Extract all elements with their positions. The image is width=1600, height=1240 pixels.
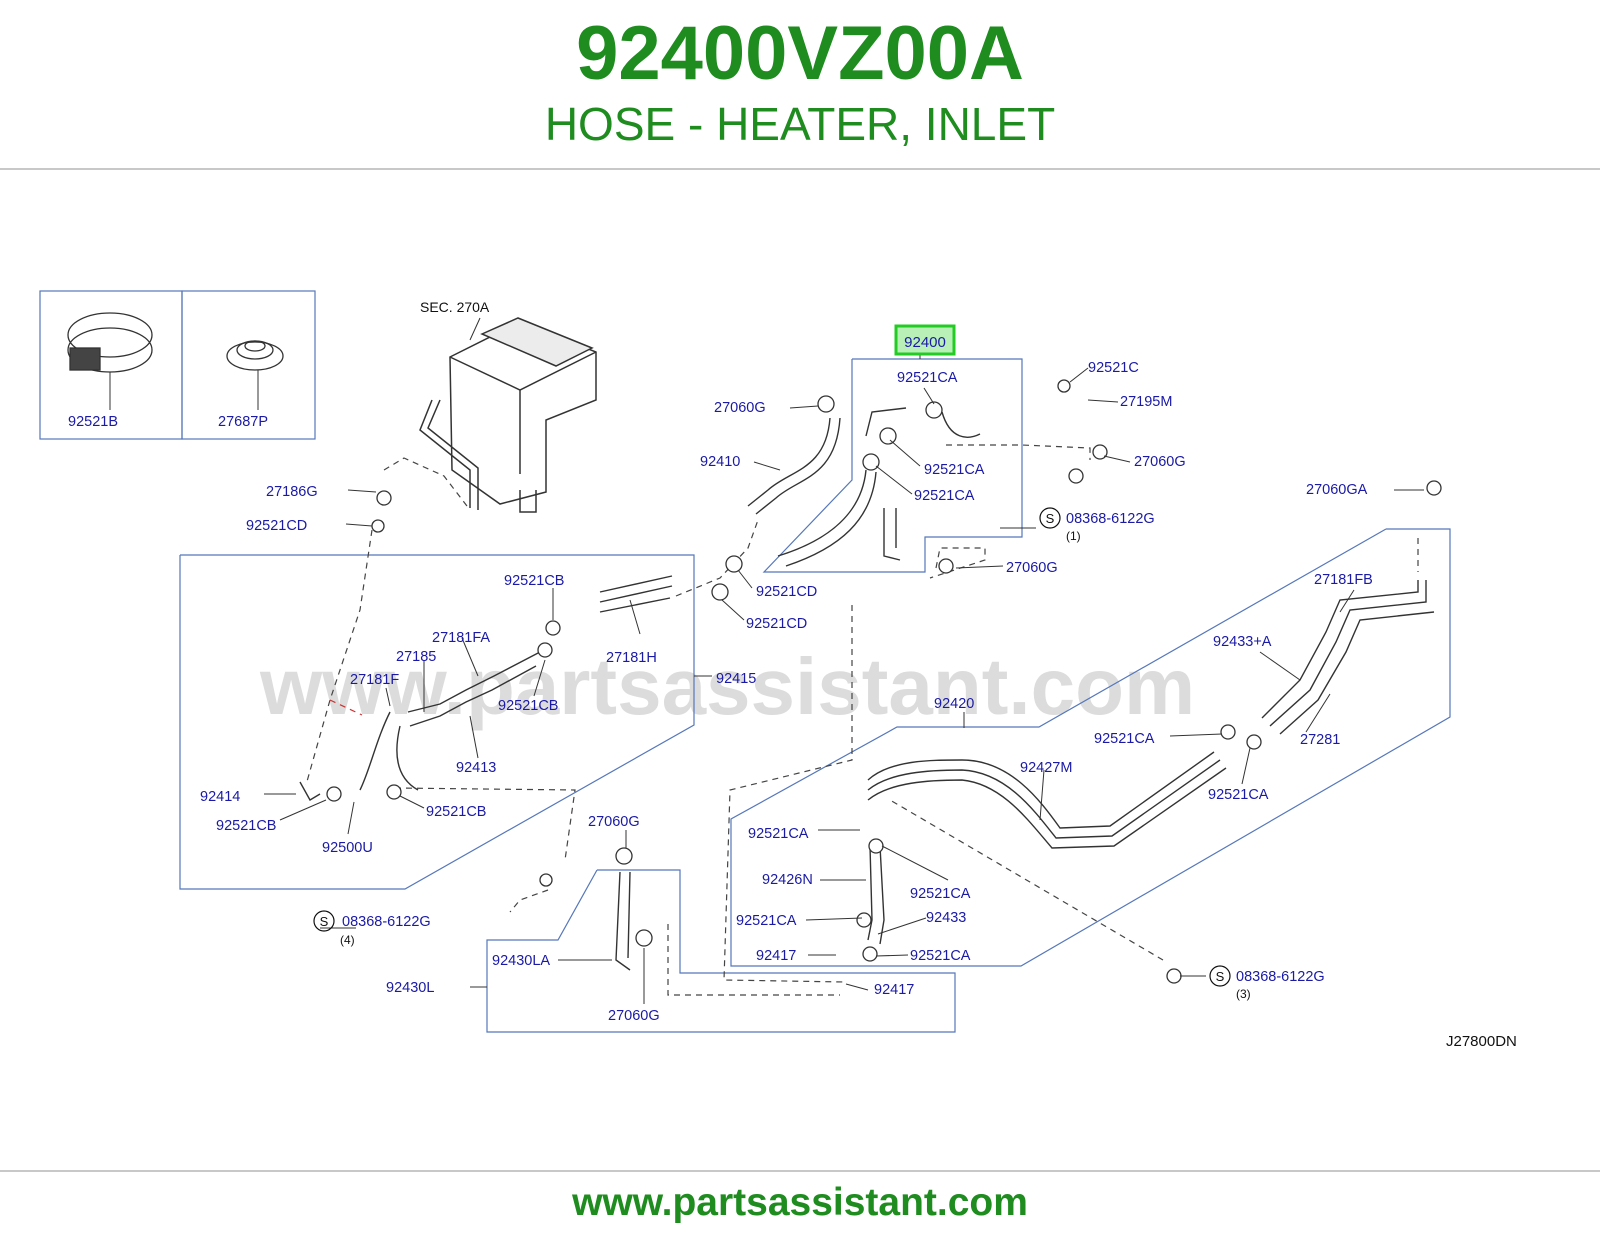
- callout-label[interactable]: 92417: [874, 982, 914, 998]
- callout-label[interactable]: 27186G: [266, 484, 318, 500]
- callout-label[interactable]: 27060G: [714, 400, 766, 416]
- callout-label[interactable]: 92413: [456, 760, 496, 776]
- callout-label[interactable]: 92521C: [1088, 360, 1139, 376]
- highlighted-part-box[interactable]: [894, 324, 956, 356]
- callout-leaders: [109, 317, 1424, 1004]
- part-description: HOSE - HEATER, INLET: [544, 98, 1056, 150]
- callout-label[interactable]: 92414: [200, 789, 240, 805]
- qty-note: (1): [1066, 529, 1081, 543]
- frame-lines: [39, 290, 1451, 1033]
- watermark-text: www.partsassistant.com: [259, 642, 1195, 731]
- qty-notes: (1) (4) (3): [340, 529, 1251, 1001]
- callout-label[interactable]: 92521CA: [897, 370, 958, 386]
- qty-note: (3): [1236, 987, 1251, 1001]
- callout-label[interactable]: 27687P: [218, 414, 268, 430]
- callout-label[interactable]: 92433+A: [1213, 634, 1272, 650]
- qty-note: (4): [340, 933, 355, 947]
- callout-label[interactable]: 08368-6122G: [342, 914, 431, 930]
- callout-label[interactable]: 27060G: [588, 814, 640, 830]
- callout-label[interactable]: 92426N: [762, 872, 813, 888]
- callout-label[interactable]: 27185: [396, 649, 436, 665]
- highlighted-part-label[interactable]: 92400: [904, 334, 946, 351]
- callout-label[interactable]: 92420: [934, 696, 974, 712]
- callout-label[interactable]: 27060GA: [1306, 482, 1368, 498]
- callout-label[interactable]: 27181FA: [432, 630, 490, 646]
- callout-label[interactable]: 27060G: [1006, 560, 1058, 576]
- footer-divider: [0, 1170, 1600, 1172]
- callout-label[interactable]: 92521CB: [498, 698, 558, 714]
- callout-label[interactable]: 08368-6122G: [1236, 969, 1325, 985]
- callout-label[interactable]: 27195M: [1120, 394, 1172, 410]
- callout-label[interactable]: 92417: [756, 948, 796, 964]
- callout-label[interactable]: 92521CA: [914, 488, 975, 504]
- callout-label[interactable]: 92521CB: [426, 804, 486, 820]
- callout-label[interactable]: 27281: [1300, 732, 1340, 748]
- hvac-unit-drawing: [419, 317, 597, 513]
- callout-label[interactable]: 92521CA: [924, 462, 985, 478]
- header-divider: [0, 168, 1600, 170]
- page-title: 92400VZ00A: [576, 11, 1024, 96]
- footer-url-link[interactable]: www.partsassistant.com: [572, 1181, 1028, 1224]
- callout-label[interactable]: 92433: [926, 910, 966, 926]
- inset-icons: [67, 312, 284, 373]
- callout-label[interactable]: 92521B: [68, 414, 118, 430]
- callout-label[interactable]: 27060G: [1134, 454, 1186, 470]
- bolt-symbol-label: S: [320, 914, 329, 929]
- callout-label[interactable]: 92410: [700, 454, 740, 470]
- section-ref-label: SEC. 270A: [420, 299, 490, 315]
- callout-label[interactable]: 92430LA: [492, 953, 550, 969]
- callout-label[interactable]: 92521CD: [746, 616, 807, 632]
- callout-label[interactable]: 27181FB: [1314, 572, 1373, 588]
- callout-label[interactable]: 92521CA: [1208, 787, 1269, 803]
- callout-label[interactable]: 08368-6122G: [1066, 511, 1155, 527]
- callout-label[interactable]: 92521CA: [910, 886, 971, 902]
- callout-label[interactable]: 92521CA: [748, 826, 809, 842]
- diagram-code: J27800DN: [1446, 1033, 1517, 1050]
- clamp-drawings: [326, 379, 1442, 984]
- callout-label[interactable]: 27060G: [608, 1008, 660, 1024]
- bolt-symbols: S S S: [313, 507, 1231, 987]
- callout-label[interactable]: 92430L: [386, 980, 434, 996]
- callout-label[interactable]: 92415: [716, 671, 756, 687]
- callout-label[interactable]: 27181H: [606, 650, 657, 666]
- hose-drawings: [299, 407, 1435, 971]
- red-leader: [329, 699, 363, 716]
- callout-label[interactable]: 92521CB: [504, 573, 564, 589]
- callout-label[interactable]: 92500U: [322, 840, 373, 856]
- bolt-symbol-label: S: [1216, 969, 1225, 984]
- callout-label[interactable]: 92427M: [1020, 760, 1072, 776]
- callout-label[interactable]: 92521CD: [756, 584, 817, 600]
- callout-label[interactable]: 92521CB: [216, 818, 276, 834]
- callout-label[interactable]: 92521CA: [1094, 731, 1155, 747]
- callout-label[interactable]: 92521CA: [736, 913, 797, 929]
- bolt-symbol-label: S: [1046, 511, 1055, 526]
- callout-label[interactable]: 27181F: [350, 672, 399, 688]
- callout-label[interactable]: 92521CA: [910, 948, 971, 964]
- callout-label[interactable]: 92521CD: [246, 518, 307, 534]
- callout-labels: 92521B 27687P 27060G 92410 92521CA 92521…: [68, 360, 1373, 1024]
